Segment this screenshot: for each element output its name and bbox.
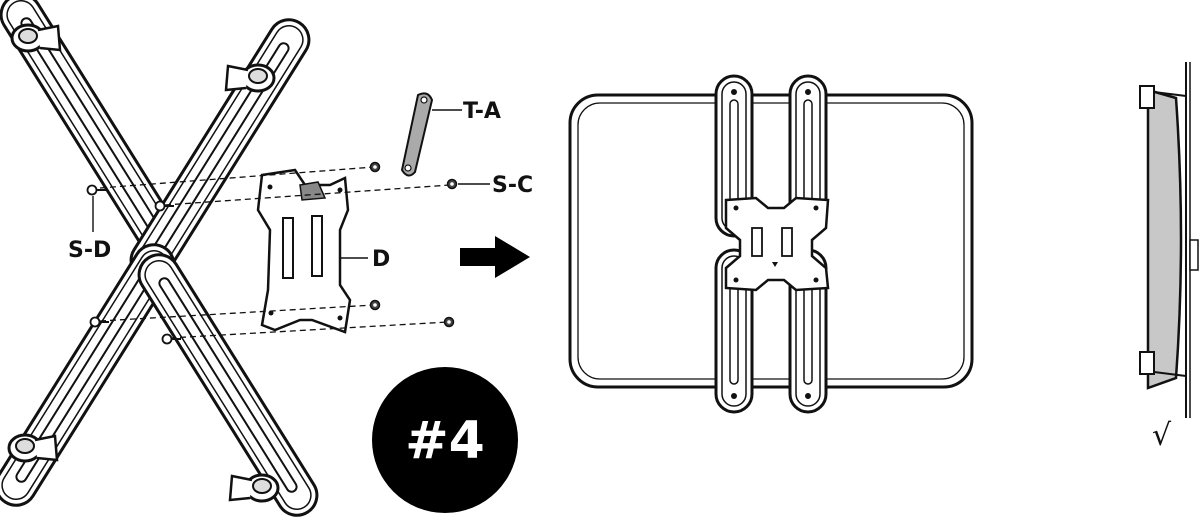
arm-top-right	[788, 74, 828, 238]
knob-lower-left	[7, 433, 59, 463]
step-badge: #4	[372, 367, 518, 513]
label-screw: S-D	[68, 238, 111, 263]
step-number: #4	[405, 411, 485, 471]
tool-ta	[400, 92, 434, 177]
exploded-view: T-A S-C S-D D	[0, 0, 533, 523]
checkmark-icon: √	[1152, 418, 1172, 453]
adapter-plate-mounted	[724, 196, 830, 292]
knob-upper-right	[224, 63, 276, 93]
assembled-view	[568, 74, 974, 414]
adapter-plate	[256, 168, 352, 334]
knob-upper-left	[10, 23, 62, 53]
label-tool: T-A	[463, 99, 501, 124]
knob-lower-right	[228, 473, 280, 503]
label-plate: D	[372, 247, 390, 272]
arrow-right-icon	[460, 236, 530, 278]
label-nut: S-C	[492, 173, 533, 198]
side-view	[1139, 62, 1199, 418]
